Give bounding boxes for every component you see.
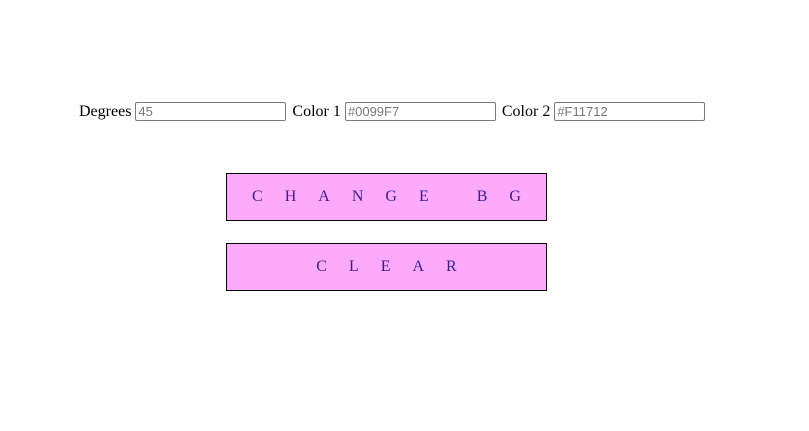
clear-button[interactable]: CLEAR [226, 243, 547, 291]
color2-label: Color 2 [501, 102, 551, 120]
color1-label: Color 1 [292, 102, 341, 120]
degrees-input[interactable] [135, 102, 287, 121]
change-bg-button[interactable]: CHANGE BG [226, 173, 547, 221]
color2-input[interactable] [554, 102, 706, 121]
color1-input[interactable] [344, 102, 496, 121]
gradient-form: Degrees Color 1 Color 2 [79, 102, 707, 121]
degrees-label: Degrees [79, 102, 132, 120]
